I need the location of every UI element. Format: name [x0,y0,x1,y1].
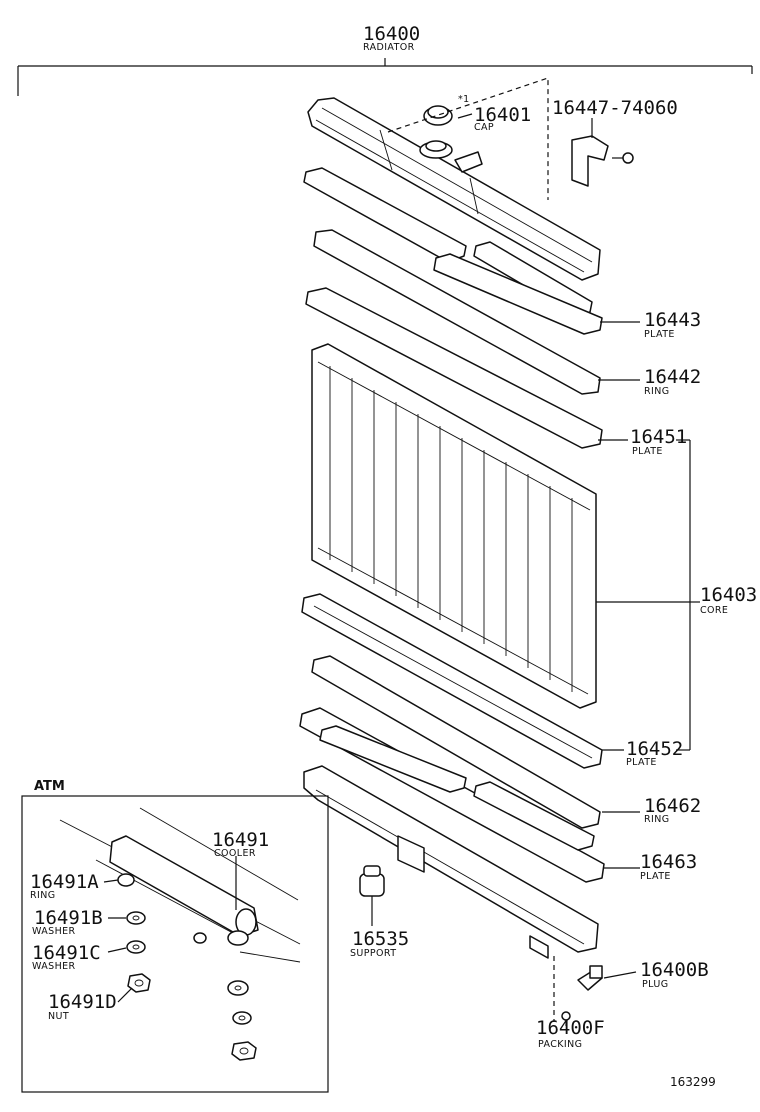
callout-16452: 16452 PLATE [626,738,683,768]
part-name: PACKING [538,1039,582,1050]
callout-16491D: 16491D NUT [48,991,117,1022]
part-number: 16401 [474,104,531,126]
atm-inset: ATM 16491 COO [21,779,329,1093]
diagram-reference-number: 163299 [670,1075,716,1089]
callout-16491C: 16491C WASHER [32,942,101,972]
part-name: PLATE [640,871,671,882]
part-number: 16535 [352,928,409,950]
drain-packing [553,956,571,1022]
upper-tank [307,97,601,281]
part-number: 16491 [212,829,269,851]
part-name: WASHER [32,961,76,972]
part-number: 16442 [644,366,701,388]
callout-16535: 16535 SUPPORT [350,928,409,959]
callout-16491B: 16491B WASHER [32,907,103,937]
part-name: RING [644,814,669,825]
callout-16451: 16451 PLATE [630,426,687,457]
callout-16491A: 16491A RING [30,871,99,901]
part-name: CORE [700,605,728,616]
callout-16463: 16463 PLATE [640,851,697,882]
cap-bracket-dashed-group [387,77,549,200]
part-name: WASHER [32,926,76,937]
part-name: PLATE [632,446,663,457]
callout-16442: 16442 RING [644,366,701,397]
part-number: 16403 [700,584,757,606]
part-number: 16491C [32,942,101,964]
part-name: SUPPORT [350,948,396,959]
radiator-core [311,343,597,709]
part-number: 16400B [640,959,709,981]
assembly-number: 16400 [363,23,420,45]
callout-prefix: *1 [458,94,470,105]
callout-16400B: 16400B PLUG [640,959,709,990]
atm-title: ATM [34,779,65,794]
part-name: COOLER [214,848,256,859]
part-number: 16462 [644,795,701,817]
lower-seal-stack [299,593,605,883]
part-number: 16452 [626,738,683,760]
callout-16491: 16491 COOLER [212,829,269,859]
callout-16401: *1 16401 CAP [458,94,531,133]
part-name: CAP [474,122,494,133]
mounting-bracket [571,135,634,187]
leader-lines [457,113,700,1026]
part-number: 16447-74060 [552,97,678,119]
rubber-support [359,865,385,926]
part-name: PLATE [626,757,657,768]
part-name: RING [30,890,55,901]
part-name: RING [644,386,669,397]
part-name: PLUG [642,979,668,990]
part-name: NUT [48,1011,69,1022]
drain-plug [577,965,603,991]
upper-seal-stack [303,167,603,449]
callout-16400F: 16400F PACKING [536,1017,605,1050]
lower-tank [303,765,599,959]
callout-16403: 16403 CORE [700,584,757,616]
callout-16447-74060: 16447-74060 [552,97,678,119]
assembly-name: RADIATOR [363,42,415,53]
part-name: PLATE [644,329,675,340]
part-number: 16463 [640,851,697,873]
part-number: 16491D [48,991,117,1013]
callout-16462: 16462 RING [644,795,701,825]
part-number: 16400F [536,1017,605,1039]
part-number: 16491B [34,907,103,929]
part-number: 16451 [630,426,687,448]
radiator-cap [423,105,453,126]
part-number: 16443 [644,309,701,331]
callout-16443: 16443 PLATE [644,309,701,340]
assembly-bracket: 16400 RADIATOR [17,23,753,96]
part-number: 16491A [30,871,99,893]
